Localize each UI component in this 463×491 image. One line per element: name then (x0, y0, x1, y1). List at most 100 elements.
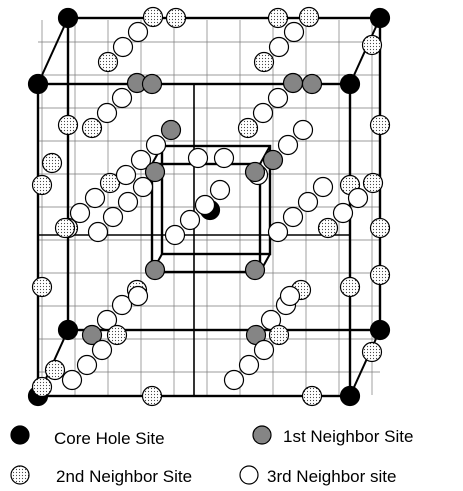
first-neighbor-site (81, 324, 103, 346)
third-neighbor-site (238, 354, 260, 376)
second-neighbor-site (268, 324, 290, 346)
first-neighbor-site (144, 259, 166, 281)
third-neighbor-site (164, 224, 186, 246)
first-neighbor-site (262, 149, 284, 171)
third-neighbor-site (297, 191, 319, 213)
third-neighbor-site (87, 221, 109, 243)
third-neighbor-site (117, 191, 139, 213)
second-neighbor-site (298, 6, 320, 28)
lattice-grid-lines (38, 20, 380, 395)
first-neighbor-site (301, 73, 323, 95)
third-neighbor-site (194, 194, 216, 216)
legend-second-neighbor-label: 2nd Neighbor Site (56, 467, 192, 486)
third-neighbor-site (267, 221, 289, 243)
second-neighbor-site (41, 152, 63, 174)
second-neighbor-site (369, 217, 391, 239)
second-neighbor-site (362, 172, 384, 194)
second-neighbor-site (54, 217, 76, 239)
third-neighbor-site (84, 187, 106, 209)
second-neighbor-site (31, 174, 53, 196)
first-neighbor-site (244, 259, 266, 281)
second-neighbor-site (339, 276, 361, 298)
third-neighbor-site (267, 87, 289, 109)
third-neighbor-legend-icon (239, 465, 259, 485)
third-neighbor-site (145, 134, 167, 156)
legend-third-neighbor-label: 3rd Neighbor site (267, 467, 396, 486)
second-neighbor-site (81, 117, 103, 139)
second-neighbor-site (141, 385, 163, 407)
second-neighbor-site (106, 324, 128, 346)
inner-cube-back-face (160, 144, 272, 256)
third-neighbor-site (282, 206, 304, 228)
second-neighbor-site (142, 6, 164, 28)
third-neighbor-site (132, 176, 154, 198)
second-neighbor-site (31, 276, 53, 298)
third-neighbor-site (96, 102, 118, 124)
third-neighbor-site (277, 134, 299, 156)
second-neighbor-site (97, 51, 119, 73)
third-neighbor-site (102, 206, 124, 228)
third-neighbor-site (76, 354, 98, 376)
second-neighbor-site (369, 114, 391, 136)
second-neighbor-site (99, 172, 121, 194)
first-neighbor-site (144, 161, 166, 183)
third-neighbor-site (268, 36, 290, 58)
second-neighbor-legend-icon (10, 465, 30, 485)
third-neighbor-site (111, 294, 133, 316)
third-neighbor-site (115, 164, 137, 186)
second-neighbor-site (361, 341, 383, 363)
lattice-sites (27, 6, 391, 407)
second-neighbor-site (361, 34, 383, 56)
third-neighbor-site (112, 36, 134, 58)
third-neighbor-site (130, 149, 152, 171)
third-neighbor-site (253, 339, 275, 361)
third-neighbor-site (69, 202, 91, 224)
third-neighbor-site (209, 179, 231, 201)
second-neighbor-site (317, 217, 339, 239)
outer-cube-edge (37, 17, 69, 85)
third-neighbor-site (61, 369, 83, 391)
core-hole-site (369, 7, 391, 29)
third-neighbor-site (223, 369, 245, 391)
core-hole-site (57, 319, 79, 341)
third-neighbor-site (332, 202, 354, 224)
third-neighbor-site (91, 339, 113, 361)
legend-core-hole-label: Core Hole Site (54, 429, 165, 448)
third-neighbor-site (213, 147, 235, 169)
third-neighbor-site (283, 21, 305, 43)
second-neighbor-site (253, 51, 275, 73)
third-neighbor-site (347, 187, 369, 209)
second-neighbor-site (165, 7, 187, 29)
core-hole-site (339, 73, 361, 95)
first-neighbor-site (160, 119, 182, 141)
third-neighbor-site (127, 21, 149, 43)
third-neighbor-site (252, 102, 274, 124)
third-neighbor-site (96, 309, 118, 331)
third-neighbor-site (279, 285, 301, 307)
outer-cube-back-face (66, 16, 382, 332)
legend-first-neighbor-label: 1st Neighbor Site (283, 427, 413, 446)
first-neighbor-legend-icon (252, 425, 272, 445)
second-neighbor-site (267, 7, 289, 29)
third-neighbor-site (127, 285, 149, 307)
outer-cube-edge (349, 329, 381, 397)
first-neighbor-site (282, 72, 304, 94)
third-neighbor-site (179, 209, 201, 231)
second-neighbor-site (44, 359, 66, 381)
core-hole-site (27, 73, 49, 95)
core-hole-legend-icon (10, 425, 30, 445)
second-neighbor-site (369, 264, 391, 286)
second-neighbor-site (57, 114, 79, 136)
first-neighbor-site (141, 73, 163, 95)
third-neighbor-site (111, 87, 133, 109)
legend: Core Hole Site 1st Neighbor Site 2nd Nei… (10, 425, 413, 486)
core-hole-site (339, 385, 361, 407)
core-hole-site (57, 7, 79, 29)
first-neighbor-site (244, 161, 266, 183)
third-neighbor-site (187, 147, 209, 169)
third-neighbor-site (312, 176, 334, 198)
second-neighbor-site (237, 117, 259, 139)
second-neighbor-site (31, 376, 53, 398)
second-neighbor-site (301, 385, 323, 407)
